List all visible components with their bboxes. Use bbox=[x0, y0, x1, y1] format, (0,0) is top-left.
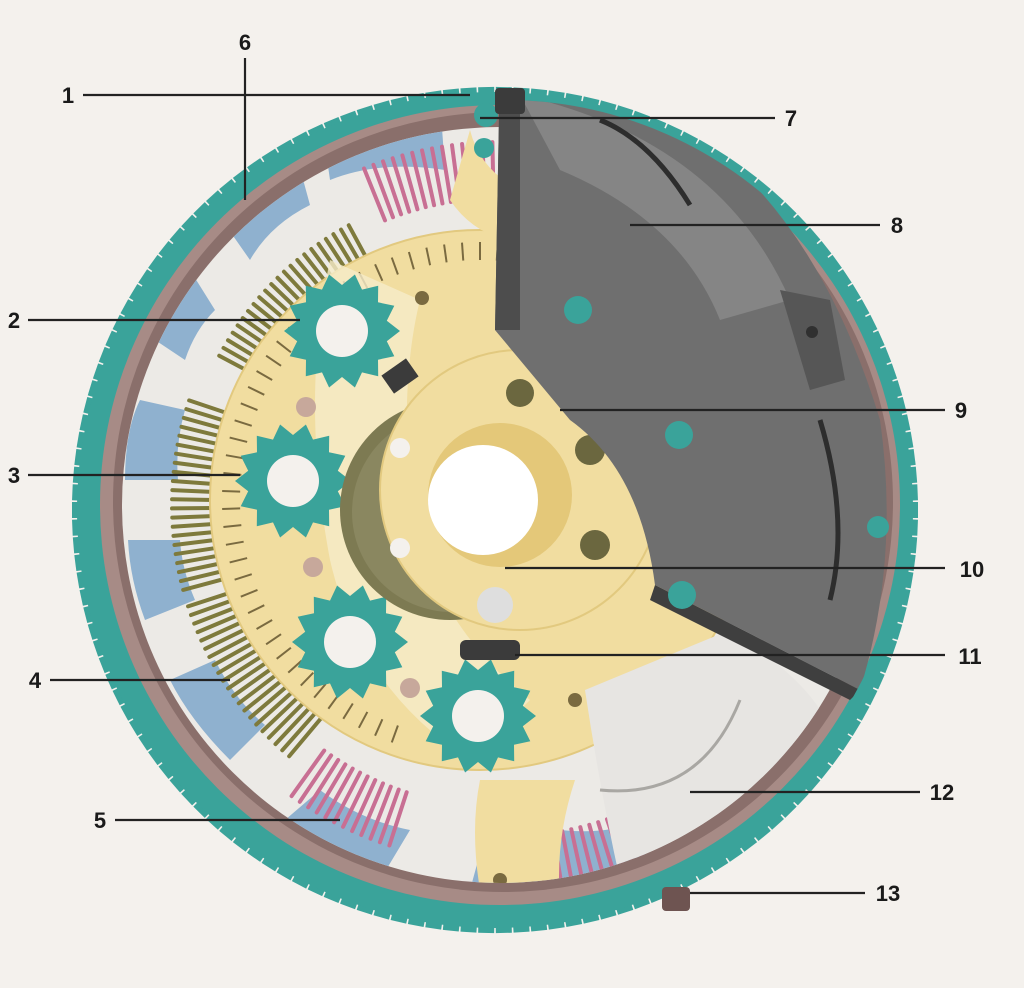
flange-tooth bbox=[461, 242, 465, 261]
flange-tooth bbox=[247, 604, 265, 614]
callout-2: 2 bbox=[8, 308, 20, 333]
flange-tooth bbox=[300, 671, 315, 687]
callout-10: 10 bbox=[960, 557, 984, 582]
planet-gear bbox=[292, 585, 408, 699]
flange-tooth bbox=[390, 257, 399, 275]
callout-12: 12 bbox=[930, 780, 954, 805]
flange-tooth bbox=[256, 370, 273, 381]
flange-tooth bbox=[247, 386, 265, 396]
callout-labels: 1 6 2 3 4 5 7 8 9 10 11 12 13 bbox=[8, 30, 984, 906]
flange-tooth bbox=[265, 633, 282, 646]
top-bracket bbox=[495, 88, 525, 114]
flange-tooth bbox=[374, 718, 384, 737]
flange-tooth bbox=[276, 646, 292, 660]
arc-spring bbox=[170, 398, 245, 592]
callout-7: 7 bbox=[785, 106, 797, 131]
callout-5: 5 bbox=[94, 808, 106, 833]
cover-rivets bbox=[474, 103, 889, 609]
planet-gear bbox=[284, 274, 400, 388]
flange-tooth bbox=[276, 340, 292, 354]
friction-disc-arc bbox=[599, 699, 742, 793]
hub-key-bottom bbox=[460, 640, 520, 660]
flange-tooth bbox=[240, 402, 258, 412]
flange-tooth bbox=[443, 244, 448, 263]
callout-4: 4 bbox=[29, 668, 42, 693]
flange-tooth bbox=[425, 247, 432, 266]
callout-1: 1 bbox=[62, 83, 74, 108]
planet-gear bbox=[420, 659, 536, 773]
flange-tooth bbox=[222, 507, 241, 511]
flange-tooth bbox=[390, 725, 399, 743]
flange-tooth bbox=[374, 263, 384, 282]
flange-tooth bbox=[225, 454, 244, 460]
hub-key-top bbox=[381, 358, 419, 394]
flange-tooth bbox=[234, 419, 253, 427]
callout-6: 6 bbox=[239, 30, 251, 55]
flange-tooth bbox=[234, 573, 253, 581]
flange-tooth bbox=[222, 489, 241, 493]
bottom-bracket bbox=[662, 887, 690, 911]
flange-tooth bbox=[256, 619, 273, 630]
callout-9: 9 bbox=[955, 398, 967, 423]
flange-tooth bbox=[313, 683, 327, 699]
clutch-cover-plate bbox=[495, 100, 887, 700]
callout-3: 3 bbox=[8, 463, 20, 488]
flange-tooth bbox=[357, 711, 369, 729]
callout-8: 8 bbox=[891, 213, 903, 238]
flange-tooth bbox=[342, 703, 354, 720]
flange-tooth bbox=[265, 354, 282, 367]
flange-tooth bbox=[407, 251, 415, 270]
planet-gear bbox=[235, 424, 351, 538]
callout-13: 13 bbox=[876, 881, 900, 906]
flange-tooth bbox=[225, 540, 244, 546]
rivets bbox=[296, 291, 582, 883]
arc-spring bbox=[289, 748, 409, 848]
leader-lines bbox=[28, 58, 945, 895]
flange-tooth bbox=[223, 524, 242, 528]
flange-tooth bbox=[240, 588, 258, 598]
planet-gears bbox=[235, 274, 536, 773]
flange-tooth bbox=[229, 557, 248, 564]
flange-tooth bbox=[287, 659, 303, 674]
flange-tooth bbox=[229, 436, 248, 443]
callout-11: 11 bbox=[958, 644, 981, 669]
